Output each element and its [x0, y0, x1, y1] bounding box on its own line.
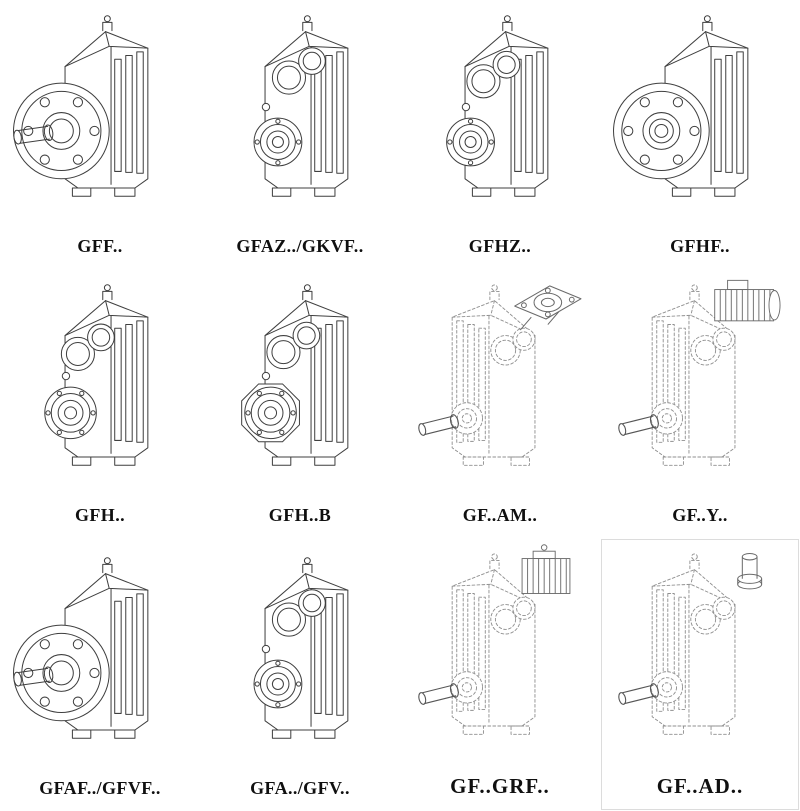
model-label: GFA../GFV.. [250, 778, 350, 798]
catalog-cell-gf-ad: GF..AD.. [600, 538, 800, 811]
model-label: GFH..B [268, 505, 332, 525]
model-label: GF..Y.. [672, 505, 728, 525]
model-label: GFAF../GFVF.. [39, 778, 161, 798]
catalog-cell-gfhz: GFHZ.. [400, 0, 600, 269]
gearbox-drawing-flange-output-icon [12, 557, 149, 739]
gearbox-drawing-hollow-output-icon [253, 557, 349, 739]
gearbox-drawing-flange-output-icon [12, 15, 149, 197]
gearbox-drawing-hollow-b-flange-icon [241, 284, 349, 466]
model-label: GFH.. [75, 505, 125, 525]
gearbox-drawing-input-adapter-icon [616, 552, 763, 735]
gearbox-drawing-hollow-icon [44, 284, 149, 466]
model-label: GF..AD.. [656, 774, 744, 798]
gearbox-drawing-motor-mounted-icon [616, 279, 781, 466]
gearbox-drawing-flange-hollow-icon [613, 15, 749, 197]
gearbox-drawing-hollow-rear-icon [446, 15, 549, 197]
catalog-cell-gf-grf: GF..GRF.. [400, 538, 600, 811]
model-label: GF..AM.. [462, 505, 538, 525]
catalog-cell-gfh: GFH.. [0, 269, 200, 538]
catalog-cell-gfaz-gkvf: GFAZ../GKVF.. [200, 0, 400, 269]
model-label: GFHZ.. [468, 236, 532, 256]
model-label: GFF.. [77, 236, 123, 256]
gearbox-drawing-finned-adapter-icon [416, 544, 571, 735]
catalog-cell-gff: GFF.. [0, 0, 200, 269]
catalog-cell-gfaf-gfvf: GFAF../GFVF.. [0, 538, 200, 811]
model-label: GFHF.. [670, 236, 730, 256]
catalog-cell-gfh-b: GFH..B [200, 269, 400, 538]
catalog-cell-gf-y: GF..Y.. [600, 269, 800, 538]
catalog-cell-gfa-gfv: GFA../GFV.. [200, 538, 400, 811]
catalog-cell-gf-am: GF..AM.. [400, 269, 600, 538]
gearbox-drawing-hollow-output-icon [253, 15, 349, 197]
catalog-cell-gfhf: GFHF.. [600, 0, 800, 269]
model-label: GFAZ../GKVF.. [236, 236, 364, 256]
gearbox-drawing-iec-adapter-icon [416, 284, 582, 466]
model-label: GF..GRF.. [450, 774, 550, 798]
